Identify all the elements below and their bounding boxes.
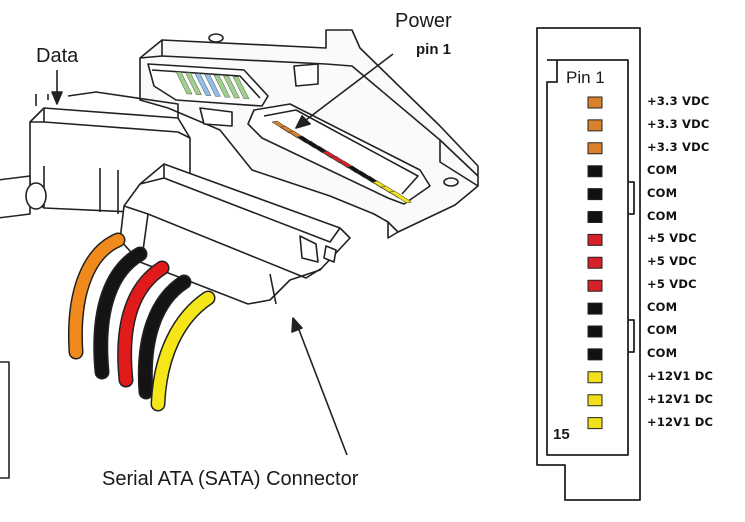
pin1-header: Pin 1 bbox=[566, 68, 605, 87]
pin-11-square bbox=[587, 325, 603, 338]
socket-data-contact bbox=[232, 76, 250, 100]
power-cable-wires bbox=[67, 232, 216, 412]
socket-data-contact bbox=[213, 74, 231, 98]
wire-orange bbox=[69, 234, 124, 358]
pin-4-square bbox=[587, 165, 603, 178]
wire-black bbox=[139, 276, 190, 398]
pin-10-square bbox=[587, 302, 603, 315]
arrows bbox=[51, 53, 394, 456]
wire-yellow bbox=[152, 292, 214, 410]
wire-red bbox=[118, 262, 168, 386]
pin-1-square bbox=[587, 96, 603, 109]
pin-8-label: +5 VDC bbox=[647, 254, 697, 269]
data-label: Data bbox=[36, 45, 79, 67]
pin-4-label: COM bbox=[647, 162, 678, 177]
pin-13-square bbox=[587, 371, 603, 384]
pin-12-label: COM bbox=[647, 345, 678, 360]
pin-10-label: COM bbox=[647, 300, 678, 315]
power-cable-plug bbox=[119, 163, 351, 305]
socket-data-contact bbox=[223, 75, 240, 99]
pin-15-label: +12V1 DC bbox=[647, 414, 714, 429]
pin-11-label: COM bbox=[647, 323, 678, 337]
side-bracket bbox=[0, 361, 10, 479]
socket-data-contact bbox=[175, 71, 193, 95]
pin-5-label: COM bbox=[647, 185, 678, 200]
pin-1-label: +3.3 VDC bbox=[647, 94, 710, 108]
pin-14-square bbox=[587, 394, 603, 407]
pin-7-label: +5 VDC bbox=[647, 231, 697, 246]
pin-9-label: +5 VDC bbox=[647, 277, 697, 292]
wire-black bbox=[94, 248, 146, 378]
pin-15-square bbox=[587, 417, 603, 430]
socket-data-contact bbox=[194, 73, 212, 96]
pin-3-label: +3.3 VDC bbox=[647, 139, 710, 154]
connector-caption: Serial ATA (SATA) Connector bbox=[102, 468, 359, 490]
socket-power-contact bbox=[389, 190, 412, 204]
pin-9-square bbox=[587, 279, 603, 292]
power-pin1-label: pin 1 bbox=[416, 41, 452, 58]
pin-6-square bbox=[587, 211, 603, 223]
pin-5-square bbox=[587, 188, 603, 201]
pin-2-square bbox=[587, 119, 603, 132]
pin-14-label: +12V1 DC bbox=[647, 391, 714, 406]
pin-8-square bbox=[587, 256, 603, 269]
pin-6-label: COM bbox=[647, 208, 678, 223]
pin-13-label: +12V1 DC bbox=[647, 368, 714, 383]
socket-data-contact bbox=[204, 74, 221, 97]
pin-7-square bbox=[587, 233, 603, 246]
socket-data-contact bbox=[185, 72, 202, 96]
pin-12-square bbox=[587, 348, 603, 361]
pin-3-square bbox=[587, 142, 603, 155]
pin15-footer: 15 bbox=[553, 426, 570, 443]
pin-2-label: +3.3 VDC bbox=[647, 116, 710, 131]
power-label: Power bbox=[395, 10, 452, 32]
